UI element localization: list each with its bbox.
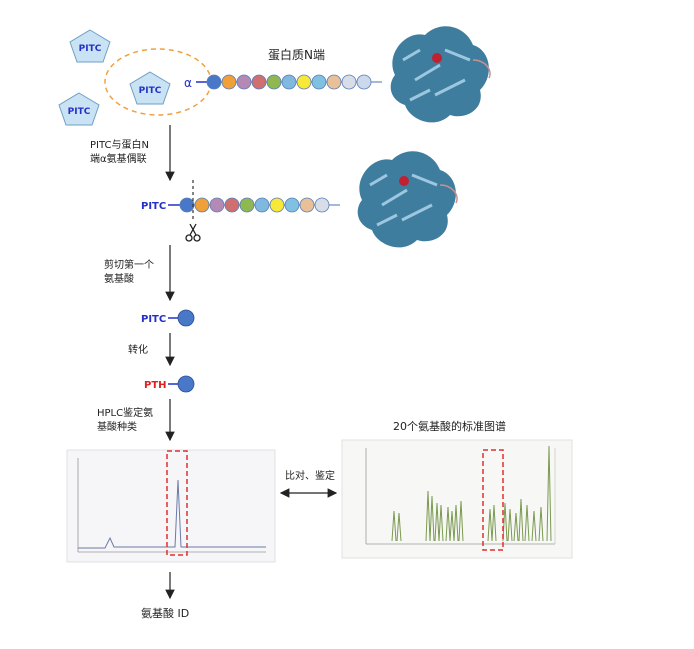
- standards-title: 20个氨基酸的标准图谱: [393, 419, 506, 433]
- standard-peaks: [391, 445, 552, 542]
- amino-acid-bead: [326, 74, 342, 90]
- amino-acid-bead: [341, 74, 357, 90]
- standard-peak: [487, 508, 493, 542]
- standard-peak: [434, 502, 440, 542]
- standard-peak: [391, 510, 397, 542]
- amino-acid-bead: [206, 74, 222, 90]
- pth-label: PTH: [144, 380, 167, 391]
- step4-label: HPLC鉴定氨 基酸种类: [97, 406, 156, 433]
- pitc-label-1: PITC: [79, 44, 102, 54]
- amino-acid-bead: [299, 197, 315, 213]
- amino-acid-bead: [236, 74, 252, 90]
- amino-acid-bead: [194, 197, 210, 213]
- standard-peak: [507, 508, 513, 542]
- alpha-symbol: α: [184, 76, 192, 90]
- step2-label: 剪切第一个 氨基酸: [104, 258, 157, 285]
- peptide-chain-top: [206, 74, 382, 90]
- pitc-bound-label: PITC: [141, 201, 166, 212]
- standard-peak: [438, 504, 444, 542]
- standard-peak: [524, 504, 530, 542]
- standard-peak-highlight: [482, 449, 504, 551]
- standard-peak: [396, 512, 402, 542]
- amino-acid-bead: [239, 197, 255, 213]
- standard-peak: [491, 504, 497, 542]
- amino-acid-bead: [356, 74, 372, 90]
- standards-chromatogram: [341, 439, 573, 559]
- pitc-label-2: PITC: [139, 86, 162, 96]
- standard-peak: [546, 445, 552, 542]
- standard-peak: [445, 506, 451, 542]
- standard-peak: [453, 504, 459, 542]
- step1-label: PITC与蛋白N 端α氨基偶联: [90, 138, 152, 165]
- pitc-pentagon-3: PITC: [58, 92, 100, 126]
- standard-peak: [429, 495, 435, 542]
- amino-acid-bead: [284, 197, 300, 213]
- protein-structure-top: [390, 26, 491, 123]
- result-label: 氨基酸 ID: [141, 606, 189, 620]
- amino-acid-bead: [224, 197, 240, 213]
- standard-peak: [518, 498, 524, 542]
- peptide-chain-middle: [179, 197, 340, 213]
- amino-acid-bead: [221, 74, 237, 90]
- amino-acid-bead: [179, 197, 195, 213]
- amino-acid-bead: [251, 74, 267, 90]
- standard-peak: [449, 510, 455, 542]
- pitc-pentagon-1: PITC: [69, 29, 111, 63]
- standard-peak: [513, 512, 519, 542]
- sample-chromatogram: [66, 449, 276, 563]
- compare-label: 比对、鉴定: [285, 469, 335, 482]
- scissors-icon: [185, 223, 201, 242]
- amino-acid-bead: [269, 197, 285, 213]
- amino-acid-bead: [311, 74, 327, 90]
- amino-acid-bead: [314, 197, 330, 213]
- pth-amino-acid: [177, 375, 195, 393]
- standard-peak: [538, 506, 544, 542]
- standard-peak: [425, 490, 431, 542]
- amino-acid-bead: [209, 197, 225, 213]
- pitc-pentagon-2: PITC: [129, 71, 171, 105]
- standard-peak: [458, 500, 464, 542]
- pitc-label-3: PITC: [68, 107, 91, 117]
- step3-label: 转化: [128, 343, 148, 356]
- amino-acid-bead: [281, 74, 297, 90]
- n-terminus-label: 蛋白质N端: [268, 47, 325, 62]
- amino-acid-bead: [266, 74, 282, 90]
- amino-acid-bead: [254, 197, 270, 213]
- standard-peak: [531, 510, 537, 542]
- cleaved-pitc-label: PITC: [141, 314, 166, 325]
- sample-peak-highlight: [166, 450, 188, 556]
- protein-structure-middle: [357, 151, 458, 248]
- amino-acid-bead: [296, 74, 312, 90]
- cleaved-amino-acid: [177, 309, 195, 327]
